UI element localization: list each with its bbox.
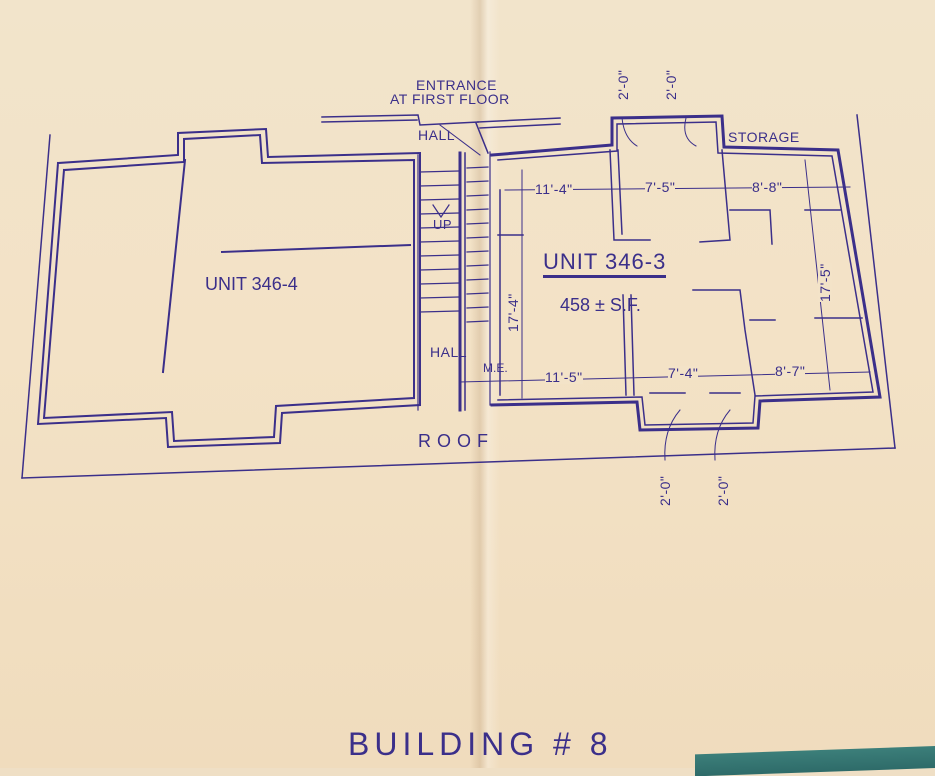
unit-area-label: 458 ± S.F. bbox=[560, 295, 641, 315]
dim-top-2: 7'-5" bbox=[645, 179, 676, 195]
dim-bottom-3: 8'-7" bbox=[775, 363, 806, 379]
dim-window-top-2: 2'-0" bbox=[663, 69, 679, 100]
unit-346-4-label: UNIT 346-4 bbox=[205, 274, 298, 294]
entrance-label-2: AT FIRST FLOOR bbox=[390, 91, 510, 107]
entrance-label: ENTRANCE bbox=[416, 77, 498, 93]
dim-bottom-2: 7'-4" bbox=[668, 365, 699, 381]
hall-label-top: HALL bbox=[418, 127, 456, 143]
dim-window-bottom-2: 2'-0" bbox=[715, 475, 731, 506]
dim-window-bottom-1: 2'-0" bbox=[657, 475, 673, 506]
storage-label: STORAGE bbox=[728, 129, 800, 145]
building-title: BUILDING # 8 bbox=[348, 726, 613, 762]
dim-vertical-right: 17'-5" bbox=[817, 263, 833, 302]
dim-vertical-left: 17'-4" bbox=[505, 293, 521, 332]
me-label: M.E. bbox=[483, 361, 508, 375]
dim-top-1: 11'-4" bbox=[535, 181, 573, 197]
roof-label: ROOF bbox=[418, 431, 494, 451]
hall-label-bottom: HALL bbox=[430, 344, 468, 360]
dim-top-3: 8'-8" bbox=[752, 179, 783, 195]
unit-346-3-label: UNIT 346-3 bbox=[543, 251, 667, 278]
dim-window-top-1: 2'-0" bbox=[615, 69, 631, 100]
up-label: UP bbox=[433, 217, 453, 232]
dim-bottom-1: 11'-5" bbox=[545, 369, 583, 385]
